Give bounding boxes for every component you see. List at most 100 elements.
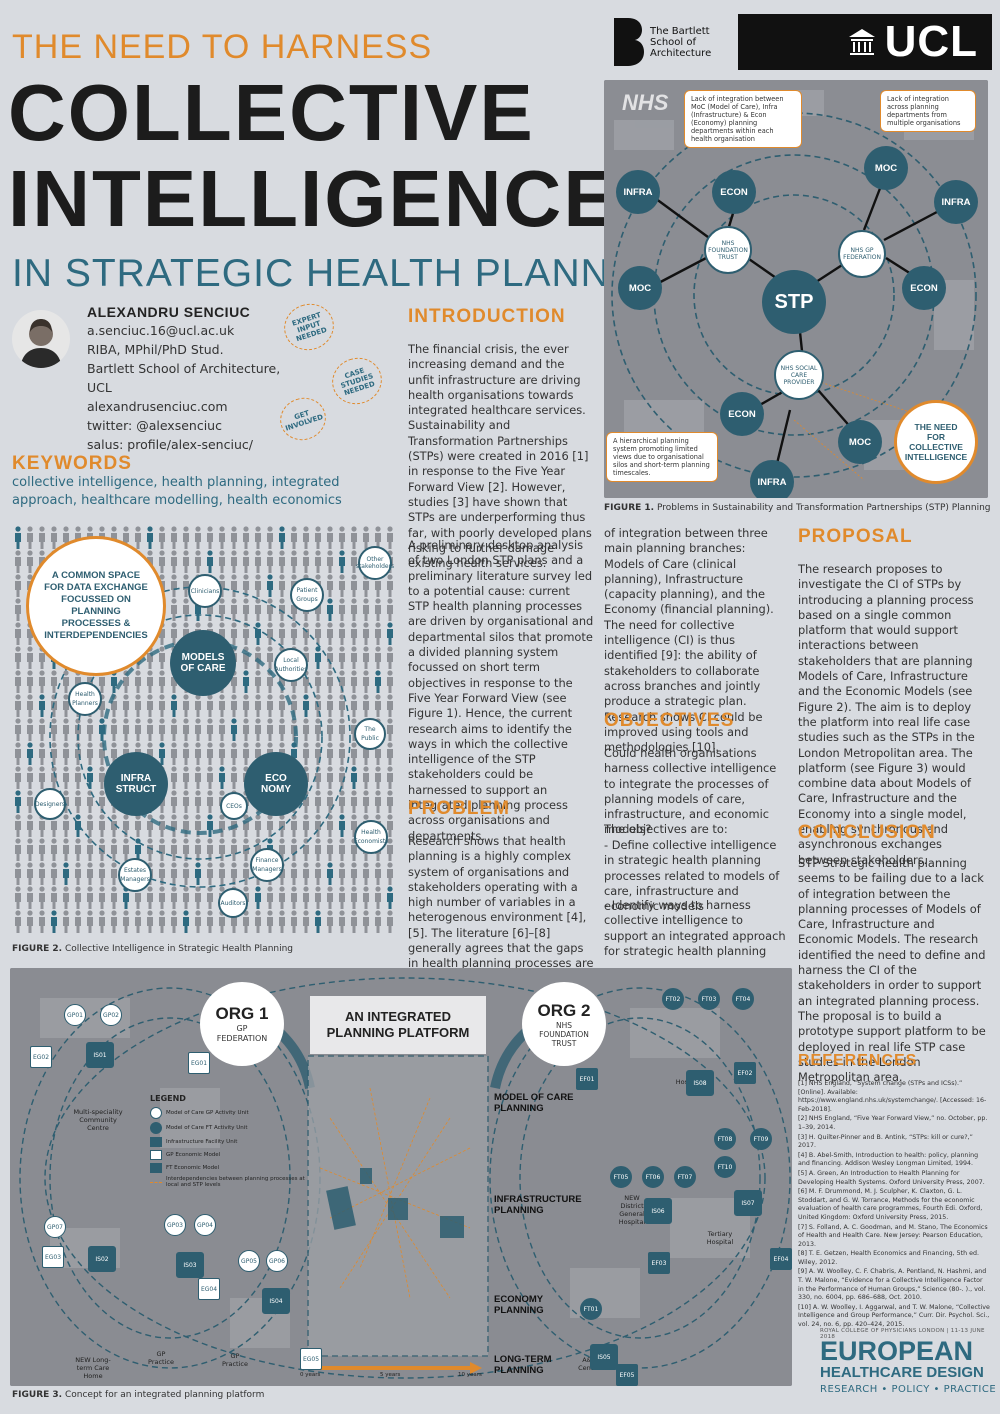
stakeholder-designers: Designers bbox=[34, 788, 66, 820]
figure3-unit-ef03: EF03 bbox=[648, 1252, 670, 1274]
figure3-diagram: ORG 1 GP FEDERATION ORG 2 NHS FOUNDATION… bbox=[10, 968, 792, 1386]
objectives-heading: OBJECTIVES bbox=[604, 710, 735, 731]
introduction-p1: The financial crisis, the ever increasin… bbox=[408, 342, 592, 571]
stakeholder-finance-managers: Finance Managers bbox=[250, 848, 284, 882]
figure1-econ-node-2: ECON bbox=[902, 266, 946, 310]
figure3-unit-ft06: FT06 bbox=[642, 1166, 664, 1188]
author-email[interactable]: a.senciuc.16@ucl.ac.uk bbox=[87, 323, 235, 338]
legend-ft-economic-icon bbox=[150, 1163, 162, 1173]
figure1-infra-node-1: INFRA bbox=[616, 170, 660, 214]
figure3-unit-ft07: FT07 bbox=[674, 1166, 696, 1188]
figure1-need-bubble: THE NEED FOR COLLECTIVE INTELLIGENCE bbox=[894, 400, 978, 484]
stakeholder-public: The Public bbox=[354, 718, 386, 750]
figure3-org2: ORG 2 NHS FOUNDATION TRUST bbox=[522, 982, 606, 1066]
ucl-portico-icon bbox=[848, 29, 875, 55]
figure3-unit-ef04: EF04 bbox=[770, 1248, 792, 1270]
reference-item: [1] NHS England, “System change (STPs an… bbox=[798, 1080, 987, 1113]
figure3-unit-eg02: EG02 bbox=[30, 1046, 52, 1068]
figure3-layer-moc: MODEL OF CARE PLANNING bbox=[494, 1092, 574, 1114]
figure3-unit-eg03: EG03 bbox=[42, 1246, 64, 1268]
figure1-caption: FIGURE 1. Problems in Sustainability and… bbox=[604, 503, 991, 513]
figure1-social-care: NHS SOCIAL CARE PROVIDER bbox=[774, 350, 824, 400]
reference-item: [8] T. E. Getzen, Health Economics and F… bbox=[798, 1250, 979, 1266]
stakeholder-health-economists: Health Economists bbox=[354, 820, 388, 854]
place-ae-centre: A&E Centre bbox=[578, 1356, 600, 1372]
place-long-term-care: NEW Long-term Care Home bbox=[75, 1356, 111, 1380]
figure1-gp-federation: NHS GP FEDERATION bbox=[838, 230, 886, 278]
figure1-moc-node-3: MOC bbox=[838, 420, 882, 464]
figure3-legend: LEGEND Model of Care GP Activity Unit Mo… bbox=[150, 1094, 305, 1188]
author-salus[interactable]: salus: profile/alex-senciuc/ bbox=[87, 437, 253, 452]
figure3-unit-is06: IS06 bbox=[644, 1198, 672, 1224]
author-affiliation: Bartlett School of Architecture, UCL bbox=[87, 361, 281, 395]
conference-tagline: RESEARCH • POLICY • PRACTICE bbox=[820, 1384, 997, 1395]
stakeholder-other: Other stakeholders bbox=[356, 546, 394, 580]
author-role: RIBA, MPhil/PhD Stud. bbox=[87, 342, 224, 357]
figure3-unit-is03: IS03 bbox=[176, 1252, 204, 1278]
figure3-year-10: 10 years bbox=[458, 1372, 482, 1378]
figure3-unit-ef01: EF01 bbox=[576, 1068, 598, 1090]
author-avatar bbox=[12, 310, 70, 368]
references-list: [1] NHS England, “System change (STPs an… bbox=[798, 1080, 990, 1331]
figure3-unit-ft09: FT09 bbox=[750, 1128, 772, 1150]
stakeholder-local-authorities: Local Authorities bbox=[274, 648, 308, 682]
figure3-layer-infra: INFRASTRUCTURE PLANNING bbox=[494, 1194, 582, 1216]
figure1-foundation-trust: NHS FOUNDATION TRUST bbox=[704, 226, 752, 274]
figure3-unit-ft02: FT02 bbox=[662, 988, 684, 1010]
place-gp-practice-2: GP Practice bbox=[222, 1352, 248, 1368]
figure1-econ-node-1: ECON bbox=[712, 170, 756, 214]
figure2-diagram: A COMMON SPACE FOR DATA EXCHANGE FOCUSSE… bbox=[10, 522, 396, 940]
figure3-unit-is02: IS02 bbox=[88, 1246, 116, 1272]
figure3-layer-longterm: LONG-TERM PLANNING bbox=[494, 1354, 552, 1376]
proposal-p1: The research proposes to investigate the… bbox=[798, 562, 975, 867]
figure3-org1: ORG 1 GP FEDERATION bbox=[200, 982, 284, 1066]
figure1-infra-node-2: INFRA bbox=[934, 180, 978, 224]
objectives-p2: The objectives are to: bbox=[604, 822, 728, 836]
author-website[interactable]: alexandrusenciuc.com bbox=[87, 399, 228, 414]
reference-item: [7] S. Folland, A. C. Goodman, and M. St… bbox=[798, 1223, 988, 1248]
place-district-hospital: NEW District General Hospital bbox=[618, 1194, 646, 1226]
figure2-economy-node: ECO NOMY bbox=[244, 752, 308, 816]
reference-item: [3] H. Quilter-Pinner and B. Antink, “ST… bbox=[798, 1133, 973, 1150]
figure3-unit-ft03: FT03 bbox=[698, 988, 720, 1010]
figure3-unit-eg01: EG01 bbox=[188, 1052, 210, 1074]
conclusion-heading: CONCLUSION bbox=[798, 822, 936, 843]
reference-item: [2] NHS England, “Five Year Forward View… bbox=[798, 1115, 988, 1131]
figure3-platform-title: AN INTEGRATED PLANNING PLATFORM bbox=[310, 996, 486, 1054]
figure3-unit-is08: IS08 bbox=[686, 1070, 714, 1096]
figure3-unit-gp02: GP02 bbox=[100, 1004, 122, 1026]
bartlett-logo: The Bartlett School of Architecture bbox=[612, 14, 722, 70]
figure1-diagram: NHS Lack of integration between MoC (Mod… bbox=[604, 80, 988, 498]
conference-name-1: EUROPEAN bbox=[820, 1336, 974, 1366]
conclusion-p1: STP Strategic health planning seems to b… bbox=[798, 856, 986, 1085]
title-line2: COLLECTIVE bbox=[8, 68, 535, 157]
objectives-item-1: - Define collective intelligence in stra… bbox=[604, 838, 780, 914]
references-heading: REFERENCES bbox=[798, 1052, 918, 1069]
figure3-year-0: 0 years bbox=[300, 1372, 321, 1378]
problem-p1: Research shows that health planning is a… bbox=[408, 834, 594, 986]
objectives-item-2: - Identify ways to harness collective in… bbox=[604, 898, 786, 958]
badge-case-studies[interactable]: CASE STUDIES NEEDED bbox=[326, 351, 388, 411]
reference-item: [10] A. W. Woolley, I. Aggarwal, and T. … bbox=[798, 1303, 990, 1329]
author-twitter[interactable]: twitter: @alexsenciuc bbox=[87, 418, 222, 433]
figure1-infra-node-3: INFRA bbox=[750, 460, 794, 498]
figure3-unit-is05: IS05 bbox=[590, 1344, 618, 1370]
legend-gp-unit-icon bbox=[150, 1107, 162, 1119]
reference-item: [4] B. Abel-Smith, Introduction to healt… bbox=[798, 1151, 979, 1168]
figure3-unit-ft10: FT10 bbox=[714, 1156, 736, 1178]
figure3-unit-gp01: GP01 bbox=[64, 1004, 86, 1026]
proposal-heading: PROPOSAL bbox=[798, 526, 913, 547]
reference-item: [9] A. W. Woolley, C. F. Chabris, A. Pen… bbox=[798, 1268, 987, 1302]
figure3-unit-ef05: EF05 bbox=[616, 1364, 638, 1386]
figure3-unit-gp05: GP05 bbox=[238, 1250, 260, 1272]
figure1-callout-across-orgs: Lack of integration across planning depa… bbox=[880, 90, 976, 132]
introduction-p2: A preliminary desktop analysis of two Lo… bbox=[408, 538, 594, 843]
figure3-year-5: 5 years bbox=[380, 1372, 401, 1378]
ucl-logo: UCL bbox=[738, 14, 992, 70]
reference-item: [6] M. F. Drummond, M. J. Sculpher, K. C… bbox=[798, 1188, 983, 1221]
problem-p2: of integration between three main planni… bbox=[604, 526, 774, 755]
figure3-unit-ft04: FT04 bbox=[732, 988, 754, 1010]
reference-item: [5] A. Green, An Introduction to Health … bbox=[798, 1169, 985, 1186]
figure3-caption: FIGURE 3. Concept for an integrated plan… bbox=[12, 1390, 265, 1400]
place-community-centre: Multi-speciality Community Centre bbox=[73, 1108, 123, 1132]
